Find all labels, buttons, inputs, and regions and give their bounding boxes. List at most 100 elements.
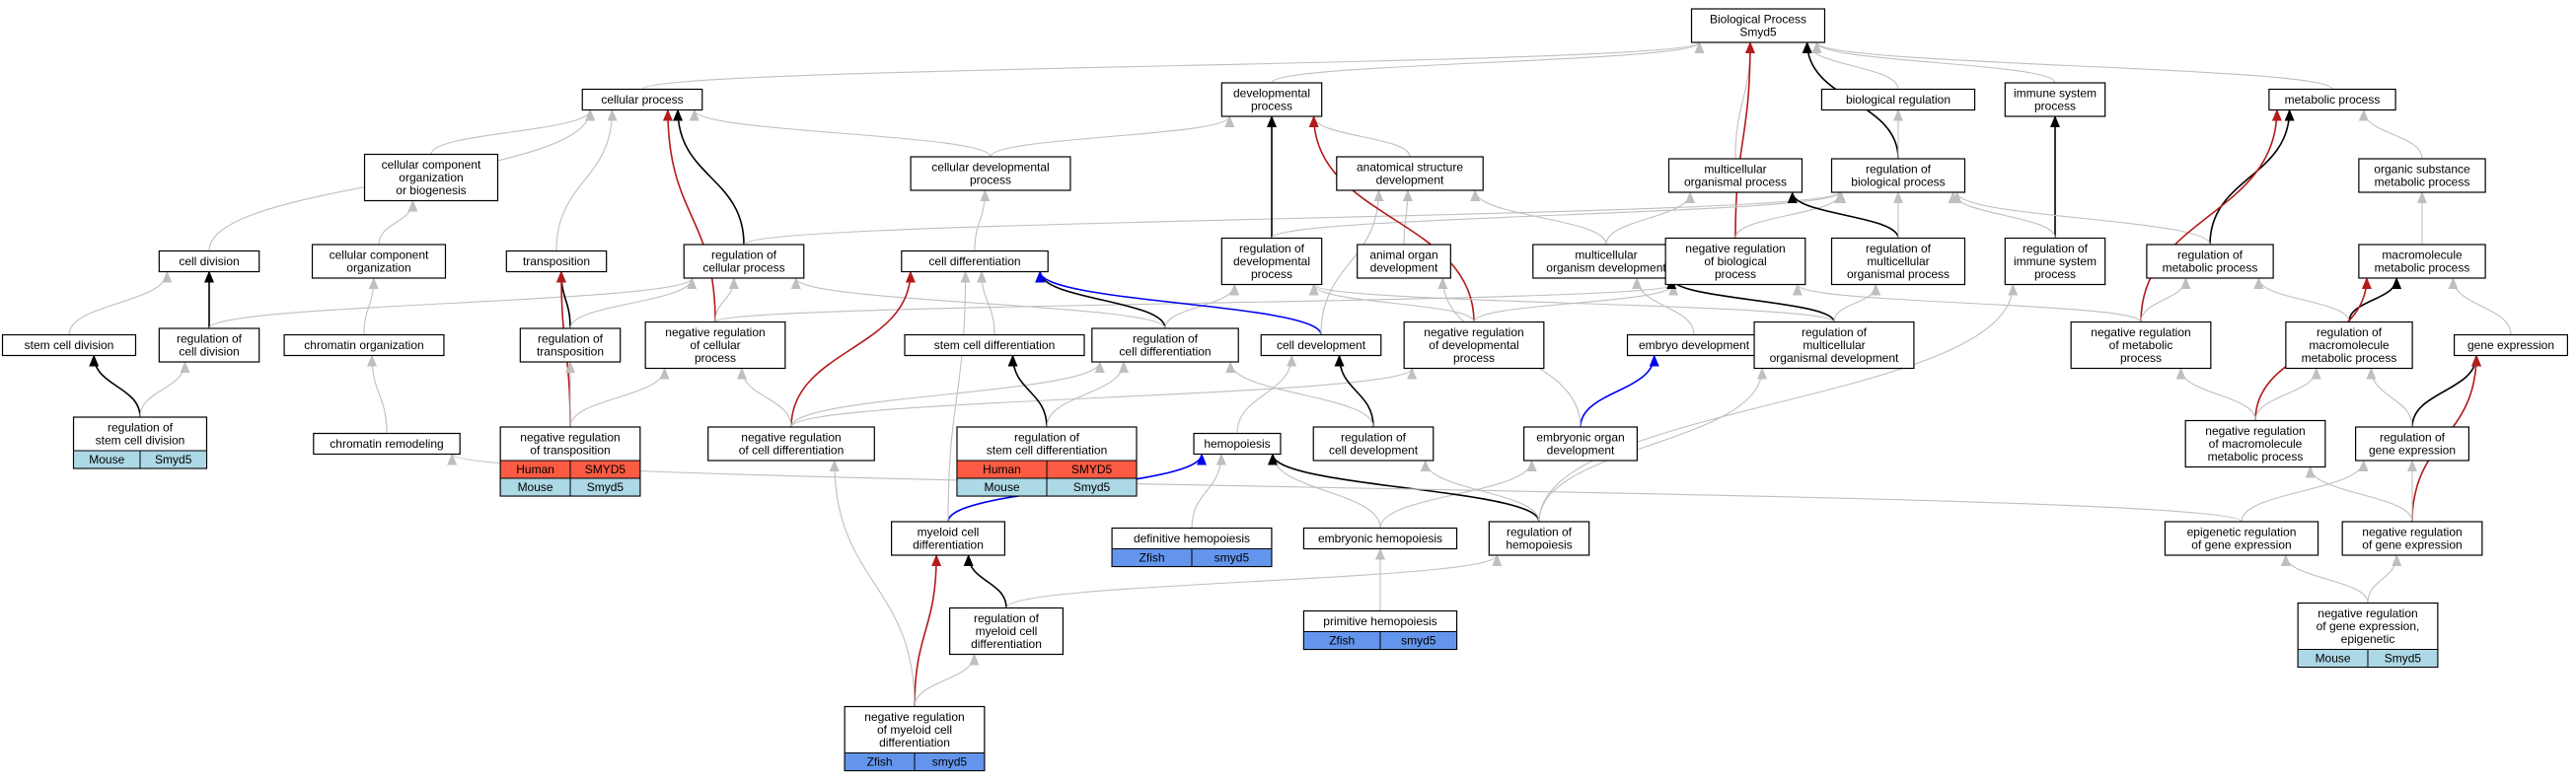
term-box [1830, 158, 1966, 193]
term-label-line: of myeloid cell [877, 723, 952, 737]
term-label-line: myeloid cell [918, 526, 980, 539]
edge-default [1308, 115, 1411, 158]
term-node-hemopoiesis[interactable]: hemopoiesis [1193, 432, 1282, 456]
edge-default [1236, 354, 1297, 434]
term-node-embryonic-hemopoiesis[interactable]: embryonic hemopoiesis [1302, 527, 1458, 550]
term-label-line: development [1370, 261, 1438, 275]
term-label-line: negative regulation [2091, 325, 2190, 339]
term-node-cell-division[interactable]: cell division [158, 249, 260, 273]
term-label-line: cellular component [382, 158, 481, 172]
term-label-line: macromolecule [2309, 338, 2390, 352]
term-node-chromatin-organization[interactable]: chromatin organization [283, 333, 445, 357]
term-box [313, 432, 461, 456]
edge-default [1420, 460, 1540, 523]
term-box [644, 321, 786, 370]
term-label-line: negative regulation [741, 431, 841, 445]
term-box [1830, 237, 1966, 286]
term-label-line: Smyd5 [1739, 26, 1777, 39]
term-node-cell-differentiation[interactable]: cell differentiation [901, 249, 1049, 273]
term-label-line: development [1376, 174, 1444, 187]
edge-default [1225, 361, 1374, 428]
edge-is_a [2348, 277, 2402, 322]
term-label-line: chromatin organization [304, 338, 423, 352]
term-node-embryo-development[interactable]: embryo development [1626, 333, 1762, 357]
term-node-cell-development[interactable]: cell development [1260, 333, 1382, 357]
term-label-line: regulation of [1866, 242, 1932, 255]
term-label-line: negative regulation [2205, 424, 2305, 438]
edge-default [1811, 41, 2056, 84]
term-node-metabolic-process[interactable]: metabolic process [2268, 88, 2396, 111]
edge-default [2280, 554, 2369, 604]
species-label: Zfish [1329, 634, 1355, 648]
term-node-gene-expression[interactable]: gene expression [2454, 333, 2569, 357]
edge-default [1191, 453, 1226, 529]
term-label-line: transposition [523, 254, 590, 268]
edge-default [974, 189, 991, 251]
term-node-biological-regulation[interactable]: biological regulation [1820, 88, 1976, 111]
term-node-cellular-process[interactable]: cellular process [581, 88, 703, 111]
term-label-line: organization [399, 171, 463, 184]
species-label: Zfish [1140, 551, 1165, 565]
term-label-line: regulation of [1014, 431, 1080, 445]
edge-default [2366, 367, 2413, 428]
term-label-line: hemopoiesis [1204, 437, 1270, 451]
term-node-stem-cell-differentiation[interactable]: stem cell differentiation [904, 333, 1085, 357]
edge-default [990, 115, 1235, 158]
edge-is_a [1268, 453, 1540, 523]
gene-cell [569, 477, 641, 497]
edge-default [714, 283, 1678, 322]
term-box [1336, 156, 1484, 191]
term-node-transposition[interactable]: transposition [505, 249, 608, 273]
gene-label: SMYD5 [1071, 463, 1113, 476]
term-label-line: differentiation [879, 736, 950, 749]
term-node-stem-cell-division[interactable]: stem cell division [1, 333, 137, 357]
term-node-chromatin-remodeling[interactable]: chromatin remodeling [313, 432, 461, 456]
term-label-line: multicellular [1575, 249, 1637, 262]
